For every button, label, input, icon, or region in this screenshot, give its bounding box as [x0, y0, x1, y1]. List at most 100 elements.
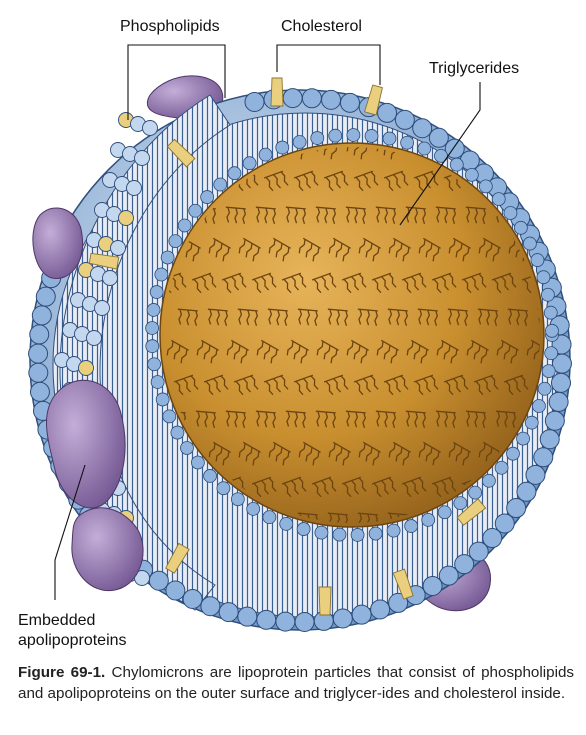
triglyceride-molecule	[286, 339, 309, 364]
phospholipid-head-inner	[478, 179, 493, 194]
triglyceride-molecule	[293, 170, 319, 192]
cholesterol-molecule	[456, 498, 487, 526]
phospholipid-head-inner	[421, 513, 436, 527]
chylomicron-diagram	[28, 44, 572, 632]
triglyceride-molecule	[226, 339, 249, 364]
phospholipid-head-inner	[434, 148, 448, 163]
phospholipid-head-inner	[400, 135, 415, 150]
triglyceride-molecule	[401, 476, 427, 498]
phospholipid-head-inner	[328, 128, 343, 143]
cholesterol-molecule	[318, 586, 332, 616]
triglyceride-molecule	[238, 237, 261, 262]
triglyceride-molecule	[311, 272, 337, 294]
triglyceride-molecule	[238, 441, 261, 466]
triglyceride-molecule	[237, 308, 259, 327]
triglyceride-molecule	[281, 476, 307, 498]
triglyceride-molecule	[298, 441, 321, 466]
label-phospholipids: Phospholipids	[120, 18, 220, 35]
apolipoprotein-blob	[32, 207, 84, 279]
triglyceride-molecule	[496, 339, 519, 364]
phospholipid-head	[148, 570, 169, 591]
phospholipid-head-inner	[145, 321, 160, 335]
triglyceride-molecule	[196, 339, 219, 364]
triglyceride-molecule	[435, 410, 457, 429]
phospholipid-head-inner	[310, 131, 325, 145]
phospholipid-head	[544, 410, 565, 431]
phospholipid-head-inner	[491, 192, 506, 207]
phospholipid-head	[200, 596, 221, 617]
triglyceride-molecule	[405, 206, 427, 225]
triglyceride-molecule	[431, 272, 457, 294]
phospholipid-head	[394, 109, 415, 130]
leader-phospholipids	[127, 44, 226, 120]
triglyceride-molecule	[375, 410, 397, 429]
phospholipid-head-inner	[522, 236, 537, 251]
phospholipid-head-inner	[544, 346, 559, 361]
triglyceride-molecule	[418, 441, 441, 466]
phospholipid-head	[35, 286, 56, 307]
phospholipid-head-inner	[203, 469, 217, 483]
leader-triglycerides	[399, 82, 481, 226]
phospholipid-head-inner	[147, 357, 162, 372]
phospholipid-head	[438, 565, 459, 586]
triglyceride-molecule	[357, 308, 379, 327]
cholesterol-molecule	[363, 84, 383, 116]
phospholipid-head	[78, 360, 94, 376]
phospholipid-head-inner	[346, 128, 361, 142]
phospholipid-head-inner	[145, 339, 160, 354]
phospholipid-head	[301, 88, 322, 109]
phospholipid-head-inner	[190, 455, 205, 470]
phospholipid-head	[282, 88, 303, 109]
triglyceride-molecule	[263, 170, 289, 192]
triglyceride-molecule	[285, 206, 307, 225]
triglyceride-molecule	[376, 339, 399, 364]
phospholipid-head-inner	[364, 129, 379, 143]
phospholipid-head-inner	[262, 510, 277, 525]
phospholipid-head	[244, 91, 265, 112]
phospholipid-head	[118, 210, 134, 226]
triglyceride-molecule	[316, 339, 339, 364]
triglyceride-molecule	[417, 308, 439, 327]
phospholipid-head-inner	[513, 220, 528, 235]
triglyceride-molecule	[207, 308, 229, 327]
phospholipid-head-inner	[292, 135, 307, 149]
phospholipid-head-inner	[532, 399, 546, 413]
triglyceride-molecule	[281, 272, 307, 294]
triglyceride-molecule	[405, 410, 427, 429]
triglyceride-molecule	[371, 272, 397, 294]
phospholipid-head	[533, 447, 554, 468]
phospholipid-head	[275, 611, 296, 632]
triglyceride-molecule	[401, 272, 427, 294]
phospholipid-head-inner	[537, 381, 552, 396]
leader-lines	[54, 44, 481, 600]
phospholipid-head	[218, 602, 239, 623]
triglyceride-molecule	[448, 237, 471, 262]
apolipoprotein-blob	[71, 507, 144, 592]
phospholipid-head-inner	[464, 167, 479, 182]
phospholipid-head-inner	[482, 473, 496, 488]
phospholipid-head-inner	[530, 253, 545, 267]
phospholipid-head	[126, 180, 142, 196]
phospholipid-head	[525, 464, 546, 485]
phospholipid-head-inner	[506, 446, 520, 461]
triglyceride-molecule	[203, 374, 229, 396]
triglyceride-molecule	[375, 206, 397, 225]
triglyceride-molecule	[191, 272, 217, 294]
cholesterol-molecule	[88, 252, 120, 270]
triglyceride-molecule	[443, 374, 469, 396]
phospholipid-head-inner	[449, 157, 464, 172]
phospholipid-head	[94, 300, 110, 316]
phospholipid-head-inner	[154, 267, 169, 282]
triglyceride-molecule	[345, 410, 367, 429]
triglyceride-molecule	[177, 308, 199, 327]
triglyceride-molecule	[323, 170, 349, 192]
figure-caption: Figure 69-1. Chylomicrons are lipoprotei…	[18, 662, 574, 704]
phospholipid-head	[454, 554, 475, 575]
phospholipid-head-inner	[543, 305, 558, 320]
phospholipid-head-inner	[437, 505, 452, 520]
triglyceride-molecule	[418, 237, 441, 262]
phospholipid-head-inner	[160, 250, 175, 265]
phospholipid-head	[377, 102, 398, 123]
triglyceride-molecule	[507, 308, 529, 327]
cholesterol-molecule	[166, 138, 196, 168]
